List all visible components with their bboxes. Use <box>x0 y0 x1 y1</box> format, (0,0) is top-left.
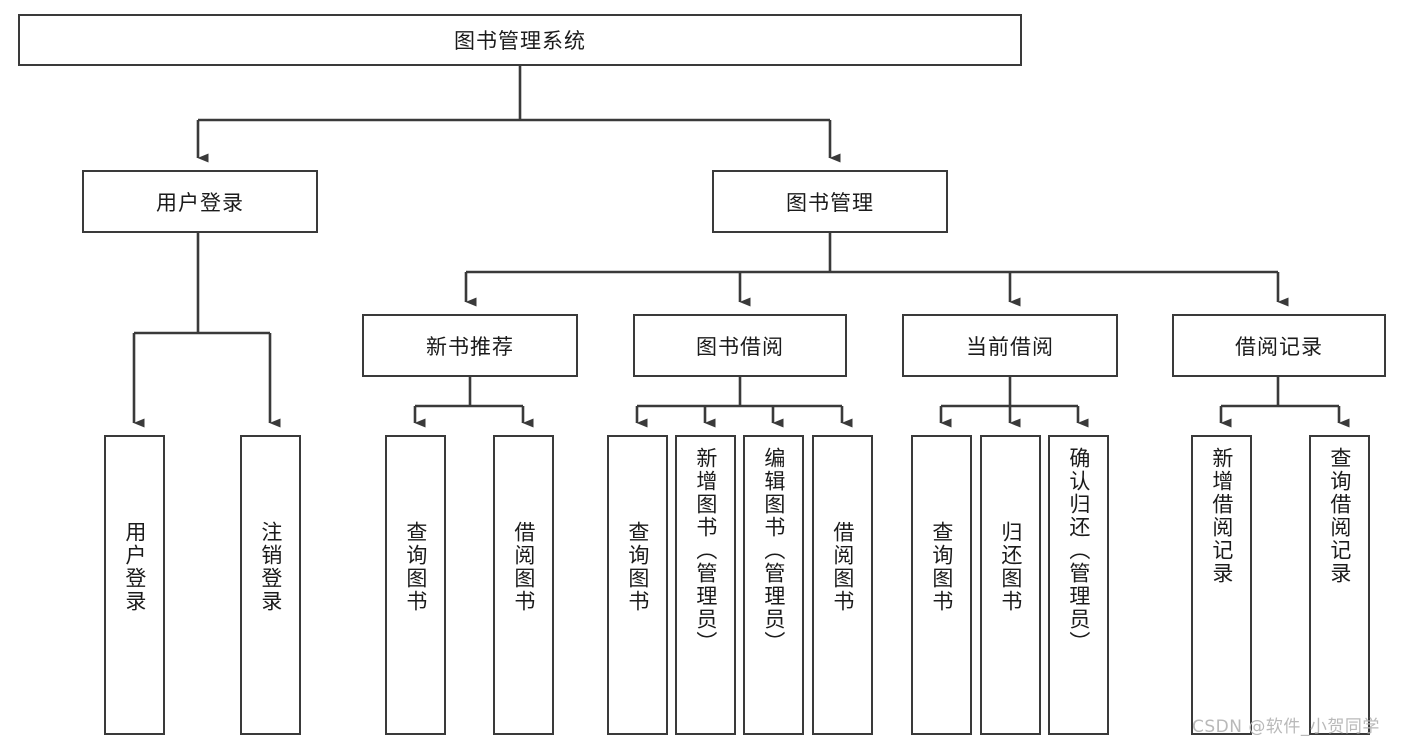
node-label: 注销登录 <box>258 521 283 613</box>
leaf-user-login-logout[interactable]: 注销登录 <box>240 435 301 735</box>
node-label: 确认归还（管理员） <box>1066 447 1091 654</box>
leaf-borrow-edit-book-admin[interactable]: 编辑图书（管理员） <box>743 435 804 735</box>
node-label: 当前借阅 <box>966 334 1054 359</box>
watermark: CSDN @软件_小贺同学 <box>1192 717 1380 737</box>
node-label: 借阅图书 <box>511 521 536 613</box>
leaf-borrow-borrow-book[interactable]: 借阅图书 <box>812 435 873 735</box>
leaf-recommend-borrow-book[interactable]: 借阅图书 <box>493 435 554 735</box>
node-label: 查询借阅记录 <box>1327 447 1352 585</box>
node-label: 图书管理 <box>786 190 874 215</box>
node-label: 新书推荐 <box>426 334 514 359</box>
leaf-recommend-query-book[interactable]: 查询图书 <box>385 435 446 735</box>
node-label: 图书借阅 <box>696 334 784 359</box>
leaf-borrow-query-book[interactable]: 查询图书 <box>607 435 668 735</box>
leaf-borrow-add-book-admin[interactable]: 新增图书（管理员） <box>675 435 736 735</box>
leaf-record-query-record[interactable]: 查询借阅记录 <box>1309 435 1370 735</box>
node-label: 用户登录 <box>156 190 244 215</box>
node-label: 新增借阅记录 <box>1209 447 1234 585</box>
node-label: 查询图书 <box>403 521 428 613</box>
leaf-user-login-login[interactable]: 用户登录 <box>104 435 165 735</box>
node-user-login[interactable]: 用户登录 <box>82 170 318 233</box>
node-label: 查询图书 <box>929 521 954 613</box>
node-label: 编辑图书（管理员） <box>761 447 786 654</box>
leaf-current-query-book[interactable]: 查询图书 <box>911 435 972 735</box>
node-label: 归还图书 <box>998 521 1023 613</box>
node-current-borrow[interactable]: 当前借阅 <box>902 314 1118 377</box>
node-label: 查询图书 <box>625 521 650 613</box>
node-label: 图书管理系统 <box>454 29 586 53</box>
node-label: 借阅记录 <box>1235 334 1323 359</box>
node-book-management[interactable]: 图书管理 <box>712 170 948 233</box>
node-root-system[interactable]: 图书管理系统 <box>18 14 1022 66</box>
leaf-current-return-book[interactable]: 归还图书 <box>980 435 1041 735</box>
node-borrow-record[interactable]: 借阅记录 <box>1172 314 1386 377</box>
leaf-current-confirm-return-admin[interactable]: 确认归还（管理员） <box>1048 435 1109 735</box>
node-label: 借阅图书 <box>830 521 855 613</box>
node-book-borrow[interactable]: 图书借阅 <box>633 314 847 377</box>
node-new-book-recommend[interactable]: 新书推荐 <box>362 314 578 377</box>
leaf-record-add-record[interactable]: 新增借阅记录 <box>1191 435 1252 735</box>
node-label: 用户登录 <box>122 521 147 613</box>
node-label: 新增图书（管理员） <box>693 447 718 654</box>
